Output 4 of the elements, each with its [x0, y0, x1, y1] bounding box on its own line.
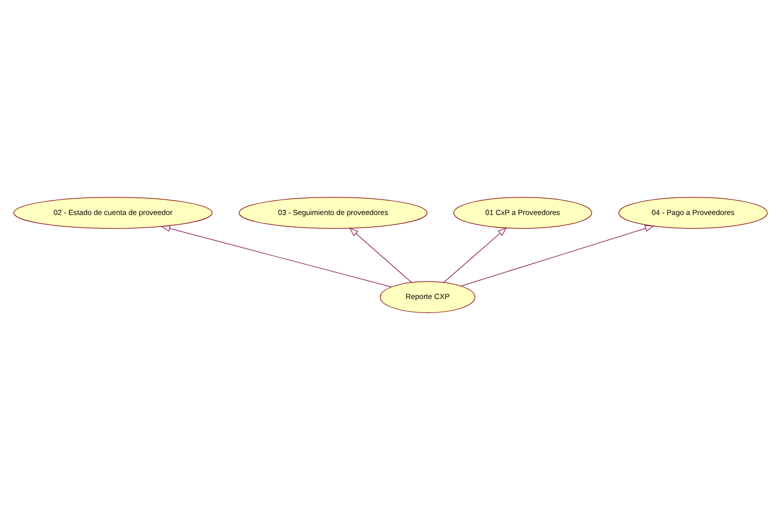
arrow	[349, 228, 412, 283]
arrow	[443, 227, 507, 283]
arrow	[460, 225, 654, 286]
arrow	[160, 225, 392, 288]
